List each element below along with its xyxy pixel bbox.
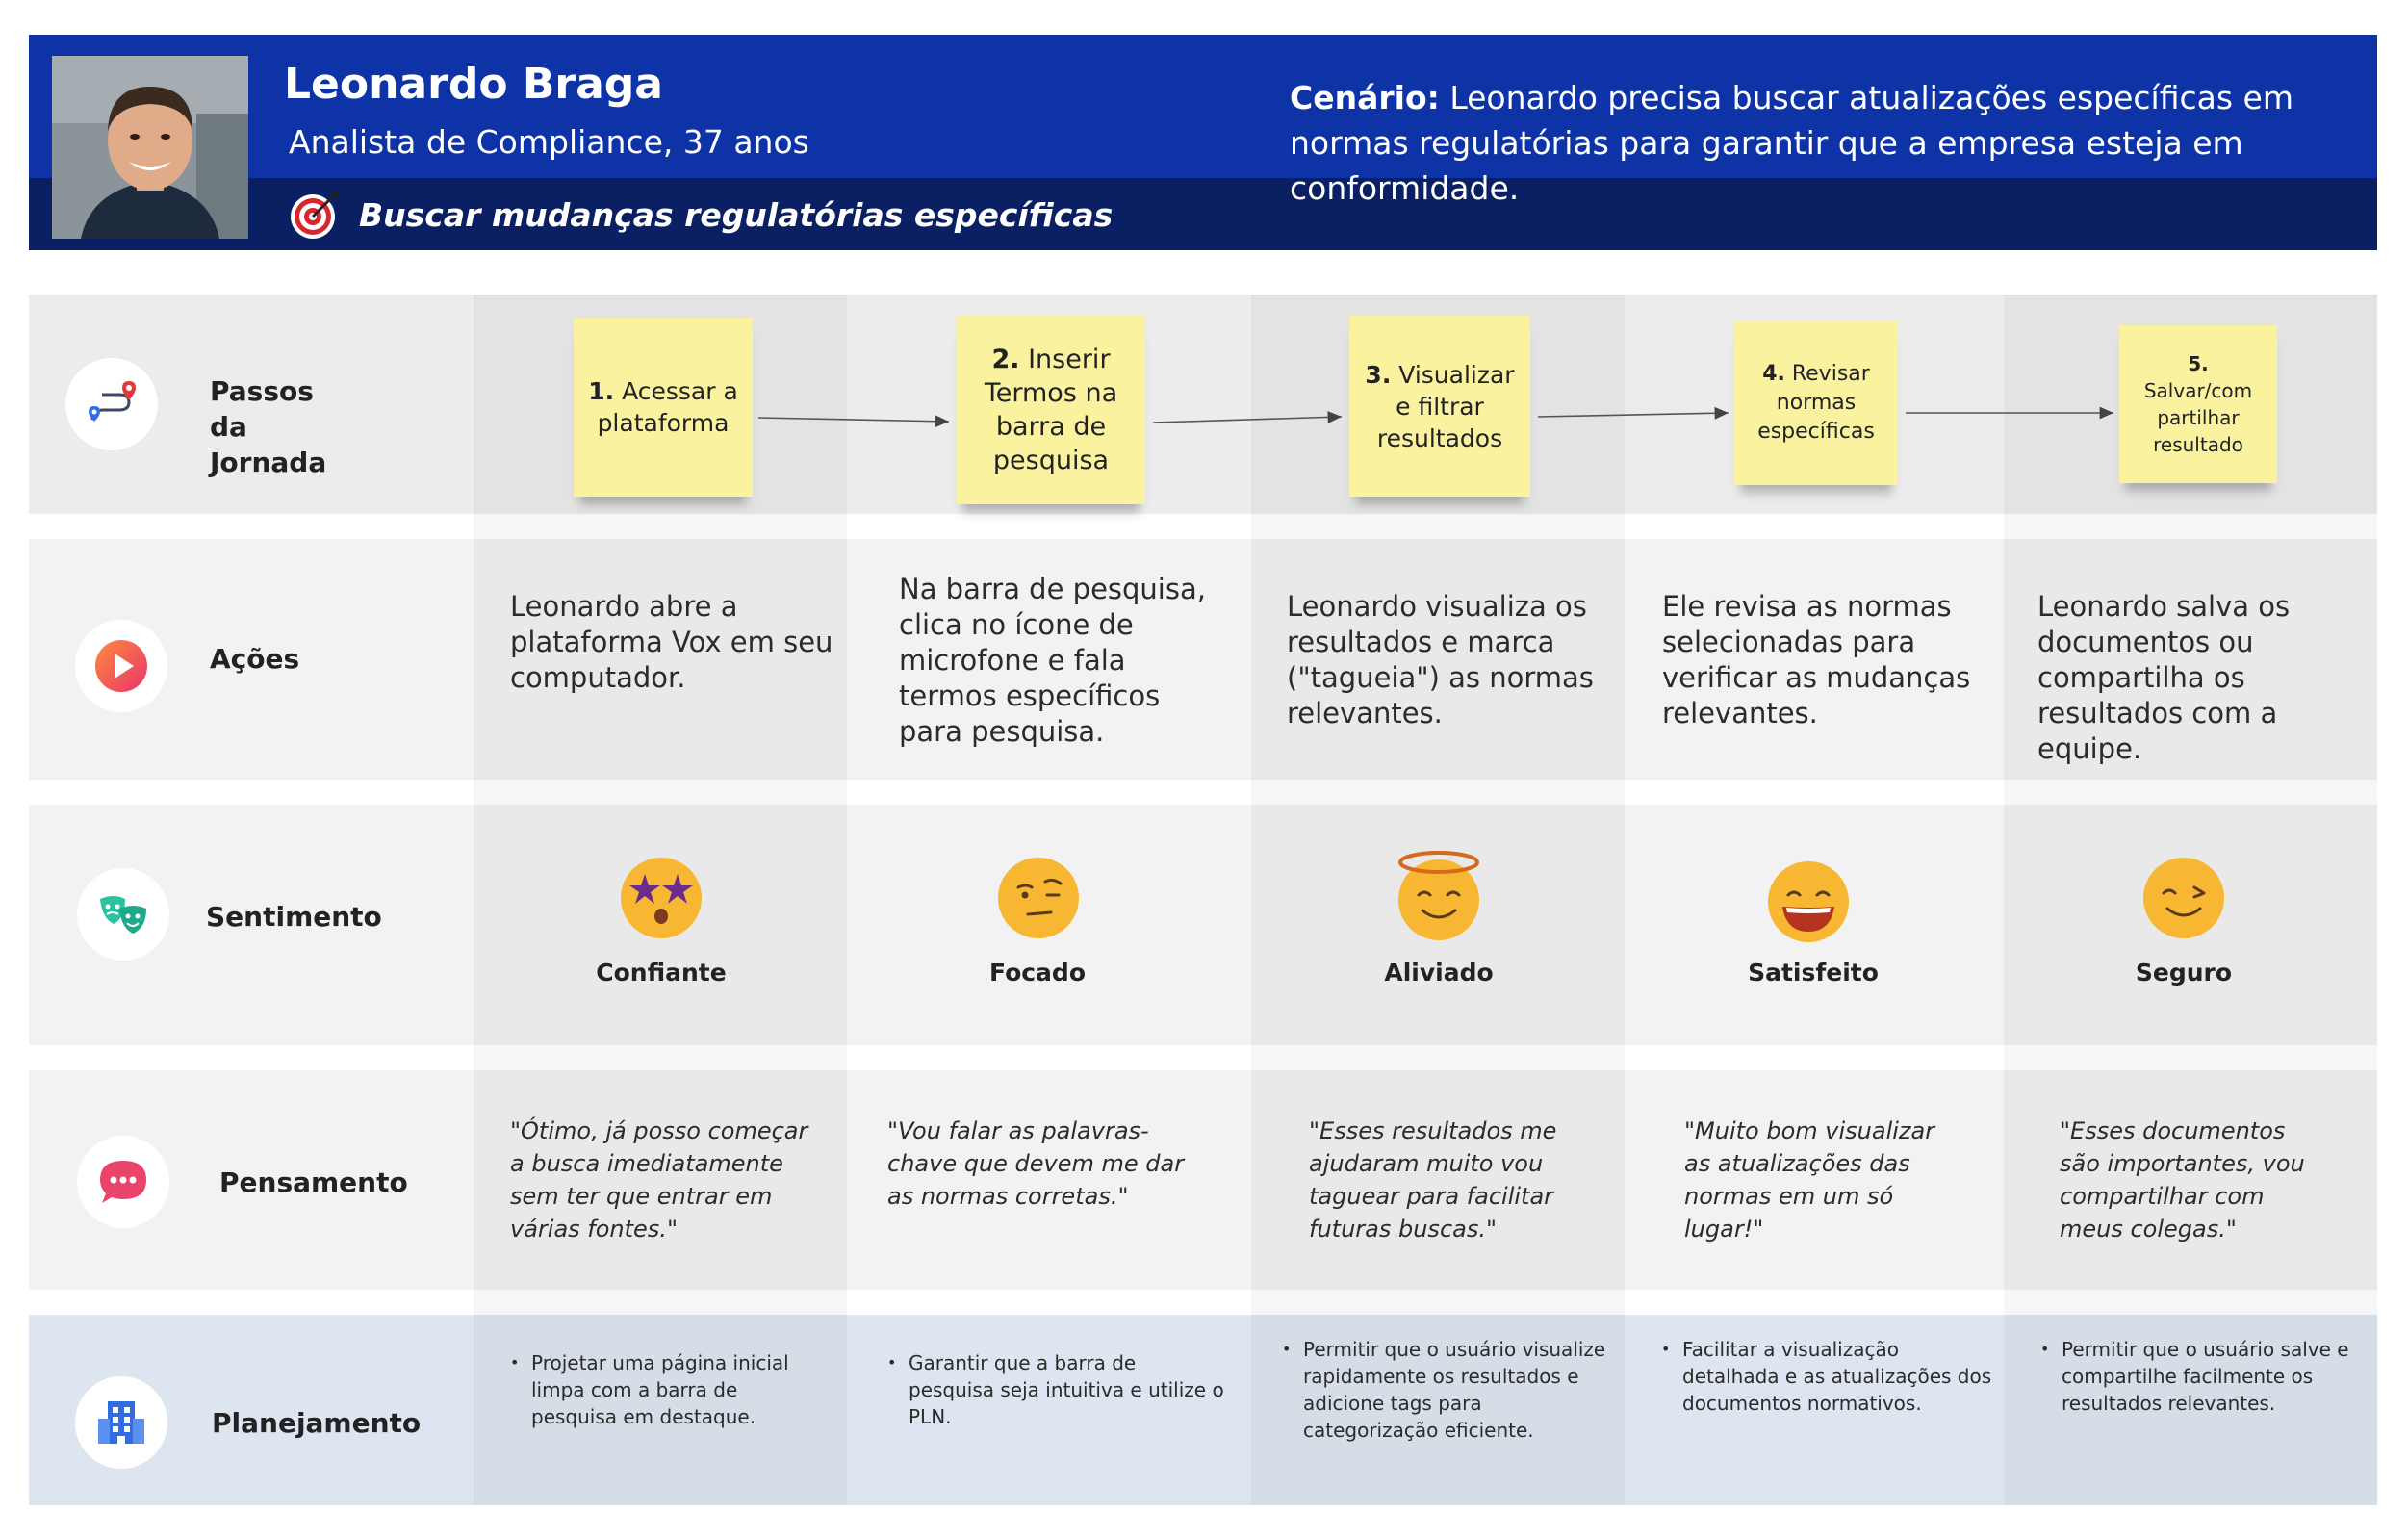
step-label: Visualizar e filtrar resultados [1376,360,1515,452]
star-struck-emoji [621,858,702,938]
feeling-label-5: Seguro [2135,959,2233,987]
raised-eyebrow-emoji [998,858,1079,938]
plan-step-1: Projetar uma página inicial limpa com a … [510,1349,820,1430]
row-title-feelings: Sentimento [206,901,382,933]
feeling-label-4: Satisfeito [1748,959,1879,987]
persona-goal: Buscar mudanças regulatórias específicas [359,196,1114,234]
thought-step-1: "Ótimo, já posso começar a busca imediat… [510,1117,808,1243]
persona-role: Analista de Compliance, 37 anos [289,123,809,161]
action-step-5: Leonardo salva os documentos ou comparti… [2037,590,2291,765]
thoughts-row-background [29,1070,2377,1290]
row-title-planning: Planejamento [212,1407,422,1439]
scenario-text: Cenário: Leonardo precisa buscar atualiz… [1290,75,2358,211]
step-note-2-text: 2. Inserir Termos na barra de pesquisa [968,343,1134,477]
action-step-1: Leonardo abre a plataforma Vox em seu co… [510,590,833,694]
plan-step-3: Permitir que o usuário visualize rapidam… [1282,1336,1621,1444]
step-note-1: 1. Acessar a plataforma [574,318,753,497]
plan-step-5: Permitir que o usuário salve e compartil… [2040,1336,2370,1417]
step-number: 3. [1365,360,1392,389]
step-label: Salvar/com partilhar resultado [2143,379,2253,456]
step-note-3-text: 3. Visualizar e filtrar resultados [1361,359,1519,454]
step-label: Revisar normas específicas [1757,362,1875,444]
scenario-body: Leonardo precisa buscar atualizações esp… [1290,79,2293,207]
step-label: Inserir Termos na barra de pesquisa [984,345,1118,475]
steps-row-background [29,295,2377,514]
scenario-label: Cenário: [1290,79,1440,116]
thought-step-3: "Esses resultados me ajudaram muito vou … [1309,1117,1557,1243]
theater-masks-icon [77,868,169,961]
feeling-label-1: Confiante [596,959,727,987]
wink-emoji [2143,858,2224,938]
step-label: Acessar a plataforma [597,377,738,437]
actions-row-background [29,539,2377,780]
step-note-1-text: 1. Acessar a plataforma [574,375,753,439]
grin-emoji [1768,861,1849,942]
action-step-2: Na barra de pesquisa, clica no ícone de … [899,573,1206,748]
chat-bubble-icon [77,1136,169,1228]
step-number: 4. [1762,362,1785,386]
step-note-5: 5. Salvar/com partilhar resultado [2119,325,2277,483]
feeling-label-3: Aliviado [1384,959,1494,987]
step-note-2: 2. Inserir Termos na barra de pesquisa [957,316,1145,504]
action-step-4: Ele revisa as normas selecionadas para v… [1662,590,1971,730]
row-title-actions: Ações [210,643,300,675]
step-note-5-text: 5. Salvar/com partilhar resultado [2133,350,2264,458]
feeling-label-2: Focado [989,959,1086,987]
action-step-3: Leonardo visualiza os resultados e marca… [1287,590,1594,730]
thought-step-5: "Esses documentos são importantes, vou c… [2060,1117,2305,1243]
step-number: 2. [991,345,1020,374]
play-icon [75,620,167,712]
building-icon [75,1376,167,1469]
plan-step-4: Facilitar a visualização detalhada e as … [1661,1336,2000,1417]
row-title-thoughts: Pensamento [219,1166,408,1198]
plan-step-2: Garantir que a barra de pesquisa seja in… [887,1349,1226,1430]
journey-route-icon [65,358,158,450]
thought-step-4: "Muito bom visualizar as atualizações da… [1684,1117,1935,1243]
halo-emoji [1398,851,1479,940]
thought-step-2: "Vou falar as palavras-chave que devem m… [887,1117,1185,1210]
step-note-3: 3. Visualizar e filtrar resultados [1349,316,1530,497]
step-note-4-text: 4. Revisar normas específicas [1748,360,1884,447]
step-arrows [757,406,2113,428]
persona-photo [52,56,248,239]
feelings-row-background [29,805,2377,1045]
step-note-4: 4. Revisar normas específicas [1734,321,1898,485]
goal-band [29,178,2377,250]
step-number: 1. [588,377,615,405]
persona-name: Leonardo Braga [284,60,663,109]
target-icon [289,189,341,241]
step-number: 5. [2188,352,2209,375]
row-title-steps: Passos da Jornada [210,375,327,478]
